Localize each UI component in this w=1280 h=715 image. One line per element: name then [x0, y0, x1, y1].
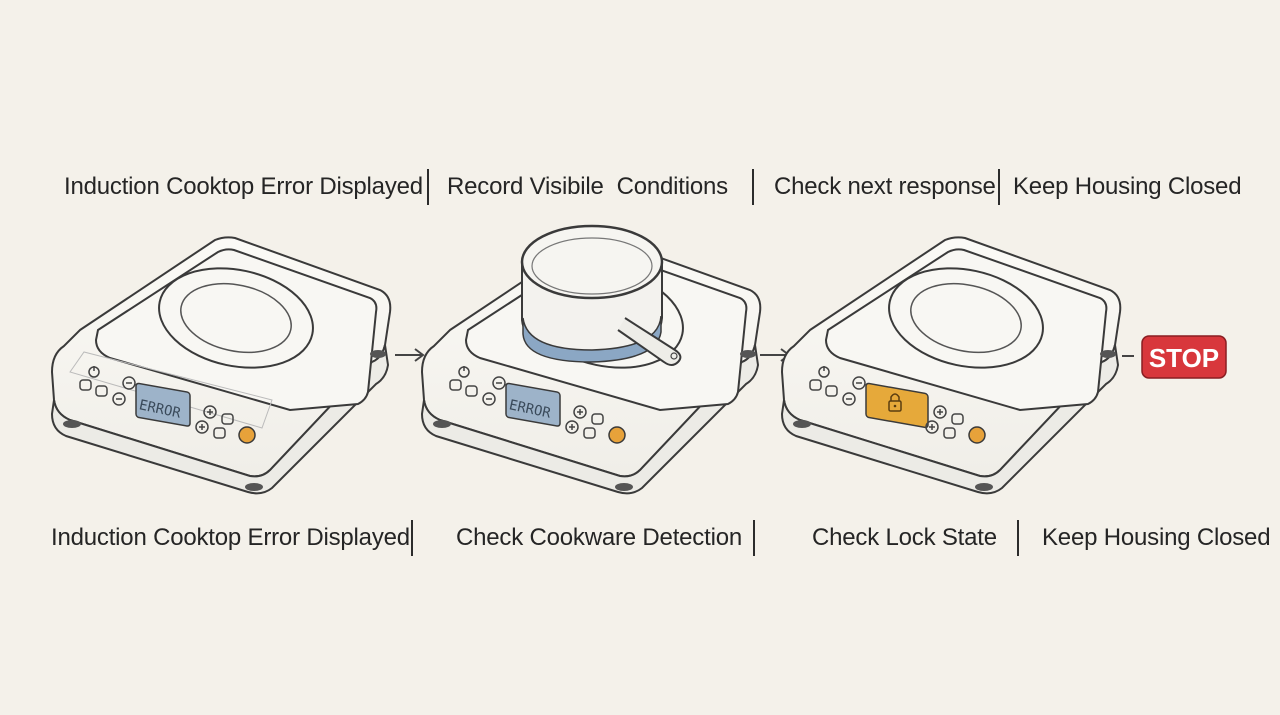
stop-badge-text: STOP — [1149, 343, 1219, 373]
bottom-label-4: Keep Housing Closed — [1042, 524, 1271, 551]
pot-icon — [520, 224, 682, 366]
cooktop-with-pot: ERROR — [420, 224, 762, 495]
divider — [752, 169, 754, 205]
top-label-4: Keep Housing Closed — [1013, 173, 1242, 200]
lock-icon — [888, 393, 902, 412]
bottom-label-1: Induction Cooktop Error Displayed — [51, 524, 410, 551]
stop-badge: STOP — [1141, 335, 1227, 379]
divider — [427, 169, 429, 205]
minus-icon — [482, 392, 496, 406]
cooktop-locked — [780, 236, 1122, 495]
power-icon — [458, 366, 470, 378]
divider — [998, 169, 1000, 205]
divider — [753, 520, 755, 556]
minus-icon — [112, 392, 126, 406]
plus-icon — [933, 405, 947, 419]
plus-icon — [195, 420, 209, 434]
bottom-label-row: Induction Cooktop Error Displayed Check … — [0, 516, 1280, 560]
top-label-1: Induction Cooktop Error Displayed — [64, 173, 423, 200]
plus-icon — [573, 405, 587, 419]
plus-icon — [565, 420, 579, 434]
arrow-right-icon — [395, 348, 425, 362]
minus-icon — [122, 376, 136, 390]
top-label-row: Induction Cooktop Error Displayed Record… — [0, 165, 1280, 209]
power-icon — [818, 366, 830, 378]
minus-icon — [492, 376, 506, 390]
cooktop-error: ERROR — [50, 236, 392, 495]
knob-icon — [608, 426, 626, 444]
divider — [411, 520, 413, 556]
knob-icon — [968, 426, 986, 444]
plus-icon — [203, 405, 217, 419]
power-icon — [88, 366, 100, 378]
top-label-2: Record Visibile Conditions — [447, 173, 728, 200]
burner-ring-icon — [158, 267, 314, 369]
divider — [1017, 520, 1019, 556]
knob-icon — [238, 426, 256, 444]
bottom-label-2: Check Cookware Detection — [456, 524, 743, 551]
top-label-3: Check next response — [774, 173, 996, 200]
minus-icon — [852, 376, 866, 390]
minus-icon — [842, 392, 856, 406]
bottom-label-3: Check Lock State — [812, 524, 997, 551]
plus-icon — [925, 420, 939, 434]
